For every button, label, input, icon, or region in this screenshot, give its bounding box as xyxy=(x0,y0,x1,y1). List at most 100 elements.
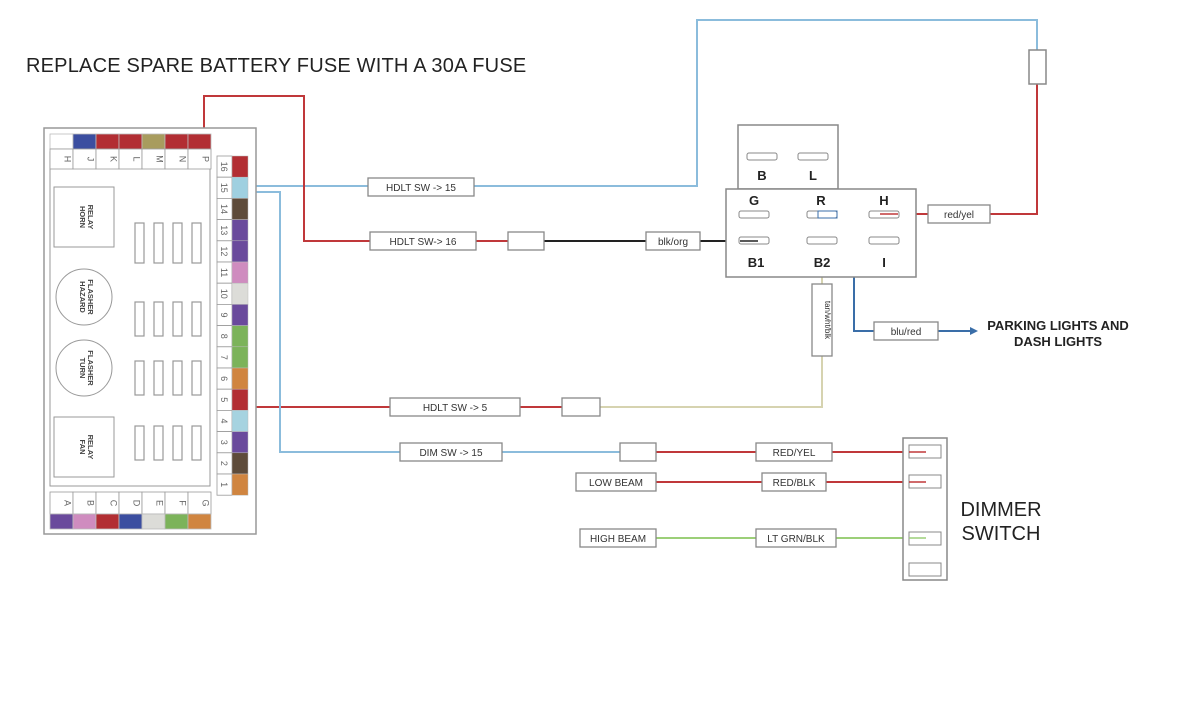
fuse-side-color-2 xyxy=(231,452,249,475)
relay-2 xyxy=(55,339,113,397)
label-box-dim15 xyxy=(399,442,503,462)
fuse-side-color-8 xyxy=(231,325,249,348)
fuse-bottom-label: D xyxy=(132,500,142,507)
relay-label: FLASHER xyxy=(86,279,95,315)
fuse-side-label: 7 xyxy=(219,355,229,360)
fuse-side-label: 12 xyxy=(219,246,229,256)
parking-lights-line2: DASH LIGHTS xyxy=(1014,334,1102,349)
relay-label: RELAY xyxy=(86,435,95,460)
fuse-bottom-label: B xyxy=(86,500,96,506)
label-redyel-top: red/yel xyxy=(944,210,974,221)
label-blured: blu/red xyxy=(891,327,922,338)
fuse-slot xyxy=(153,222,164,264)
terminal-b: B xyxy=(757,168,766,183)
label-ltgrnblk: LT GRN/BLK xyxy=(767,534,825,545)
label-box-hdlt16 xyxy=(369,231,477,251)
fuse-side-label: 8 xyxy=(219,334,229,339)
connector-2 xyxy=(561,397,601,417)
wire-redyel-top xyxy=(990,84,1038,215)
label-blkorg: blk/org xyxy=(658,237,688,248)
relay-3 xyxy=(53,416,115,478)
fuse-side-label: 14 xyxy=(219,204,229,214)
diagram-title: REPLACE SPARE BATTERY FUSE WITH A 30A FU… xyxy=(26,55,527,77)
terminal-i: I xyxy=(882,255,886,270)
connector-1 xyxy=(507,231,545,251)
wire-tan-2 xyxy=(600,356,823,408)
fuse-slot xyxy=(172,425,183,461)
fuse-side-label: 2 xyxy=(219,461,229,466)
wire-hdlt16 xyxy=(203,95,370,242)
fuse-slot xyxy=(172,222,183,264)
fuse-bottom-label: C xyxy=(109,500,119,507)
fuse-slot xyxy=(191,360,202,396)
relay-label: RELAY xyxy=(86,205,95,230)
label-hdlt5: HDLT SW -> 5 xyxy=(423,403,488,414)
fuse-slot xyxy=(172,301,183,337)
fuse-side-label: 16 xyxy=(219,162,229,172)
fuse-top-color-K xyxy=(95,133,120,150)
fuse-side-color-14 xyxy=(231,198,249,220)
fuse-slot xyxy=(134,301,145,337)
fuse-side-color-12 xyxy=(231,240,249,263)
fuse-side-color-13 xyxy=(231,219,249,242)
inline-fuse xyxy=(1028,49,1047,85)
fuse-side-label: 15 xyxy=(219,183,229,193)
fuse-side-label: 11 xyxy=(219,268,229,277)
fuse-bottom-color-A xyxy=(49,513,74,530)
dimmer-switch-line2: SWITCH xyxy=(962,523,1041,545)
fuse-slot xyxy=(134,360,145,396)
fuse-top-color-N xyxy=(164,133,189,150)
fuse-side-label: 9 xyxy=(219,312,229,317)
label-hdlt15: HDLT SW -> 15 xyxy=(386,183,456,194)
fuse-side-color-11 xyxy=(231,261,249,284)
fuse-bottom-color-B xyxy=(72,513,97,530)
fuse-bottom-label: E xyxy=(155,500,165,506)
label-box-ltgrnblk xyxy=(755,528,837,548)
fuse-slot xyxy=(191,425,202,461)
dimmer-switch-line1: DIMMER xyxy=(960,499,1041,521)
relay-1 xyxy=(55,268,113,326)
terminal-b1: B1 xyxy=(748,255,765,270)
fuse-side-color-4 xyxy=(231,410,249,432)
parking-lights-line1: PARKING LIGHTS AND xyxy=(987,318,1129,333)
fuse-top-label: P xyxy=(201,156,211,162)
fuse-top-color-M xyxy=(141,133,166,150)
fuse-slot xyxy=(134,425,145,461)
arrow-head xyxy=(970,327,978,335)
relay-label: FAN xyxy=(78,440,87,455)
fuse-top-color-J xyxy=(72,133,97,150)
relay-label: FLASHER xyxy=(86,350,95,386)
fuse-side-color-10 xyxy=(231,282,249,305)
connector-3 xyxy=(619,442,657,462)
label-box-hdlt5 xyxy=(389,397,521,417)
fuse-top-label: M xyxy=(155,155,165,163)
fuse-slot xyxy=(191,301,202,337)
terminal-r: R xyxy=(816,193,826,208)
fuse-side-color-15 xyxy=(231,176,249,199)
terminal-b2: B2 xyxy=(814,255,831,270)
label-redblk: RED/BLK xyxy=(773,478,816,489)
fuse-side-label: 3 xyxy=(219,440,229,445)
terminal-g: G xyxy=(749,193,759,208)
label-low-beam: LOW BEAM xyxy=(589,478,643,489)
fuse-top-color-L xyxy=(118,133,143,150)
fuse-side-label: 6 xyxy=(219,376,229,381)
fuse-bottom-label: F xyxy=(178,500,188,506)
label-tanwhtblk: tan/wht/blk xyxy=(823,301,832,340)
relay-label: TURN xyxy=(78,358,87,379)
label-high-beam: HIGH BEAM xyxy=(590,534,646,545)
fuse-slot xyxy=(134,222,145,264)
label-box-high-beam xyxy=(579,528,657,548)
fuse-top-label: J xyxy=(86,157,96,162)
fuse-bottom-color-G xyxy=(187,513,212,530)
terminal-h: H xyxy=(879,193,888,208)
fuse-side-color-5 xyxy=(231,388,249,411)
label-redyel: RED/YEL xyxy=(773,448,816,459)
dimmer-switch xyxy=(902,437,948,581)
fuse-top-color-P xyxy=(187,133,212,150)
fuse-top-label: K xyxy=(109,156,119,162)
label-box-tanwhtblk xyxy=(811,283,833,357)
fuse-bottom-color-D xyxy=(118,513,143,530)
wire-dim15 xyxy=(248,191,400,453)
